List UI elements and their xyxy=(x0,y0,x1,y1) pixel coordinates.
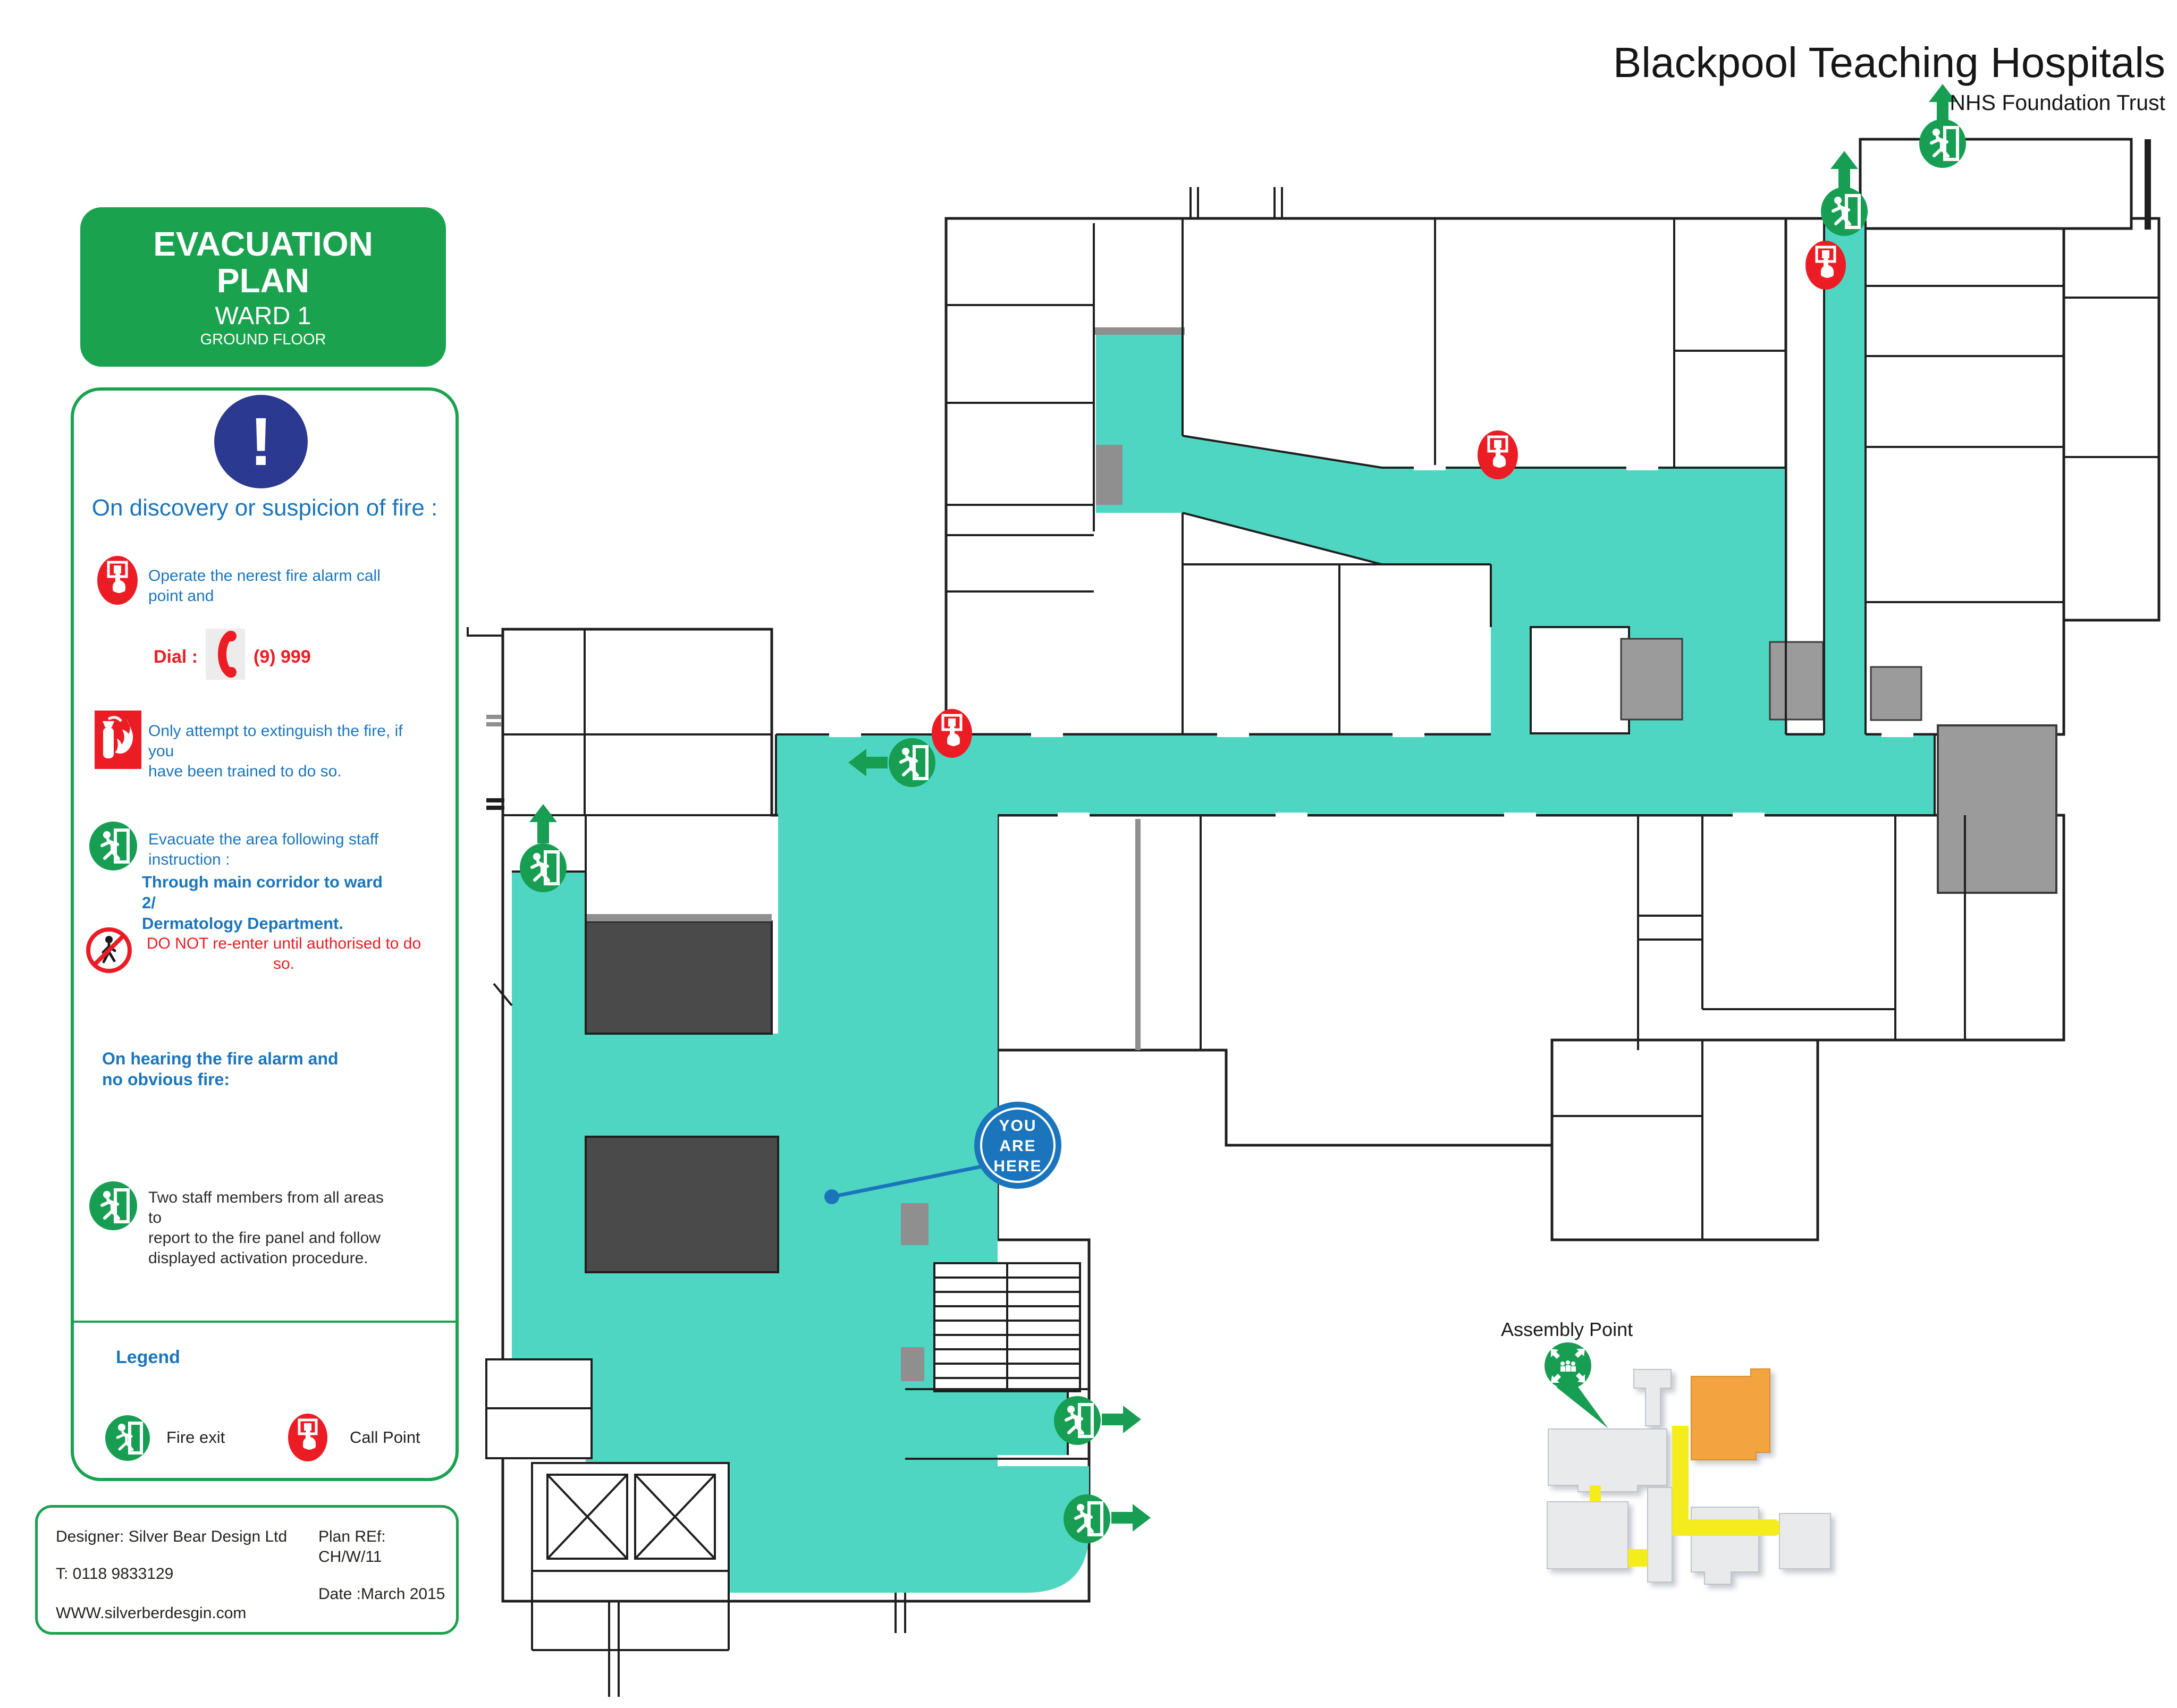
dial-number: (9) 999 xyxy=(254,647,311,667)
gray-door xyxy=(1096,445,1123,505)
gray-room xyxy=(1620,638,1683,721)
hospital-subtitle: NHS Foundation Trust xyxy=(1950,90,2165,115)
you-are-here-text: HERE xyxy=(993,1157,1042,1175)
mandatory-exclamation-icon: ! xyxy=(214,395,308,488)
legend-heading: Legend xyxy=(116,1347,180,1367)
fire-exit-icon xyxy=(520,843,567,892)
evacuate-text: Evacuate the area following staff instru… xyxy=(148,831,379,868)
fire-extinguisher-icon xyxy=(95,711,141,769)
evacuation-route xyxy=(512,221,1935,1593)
fire-exit-icon xyxy=(889,738,935,787)
gray-door xyxy=(901,1347,924,1381)
dark-room xyxy=(585,920,773,1035)
door-tick xyxy=(486,806,504,810)
dark-room xyxy=(585,1136,779,1273)
assembly-point-icon xyxy=(1545,1342,1591,1389)
plan-ref-label: Plan REf: xyxy=(318,1528,386,1545)
arrow-up-icon xyxy=(1830,151,1858,190)
header: Blackpool Teaching Hospitals NHS Foundat… xyxy=(1613,38,2165,115)
minimap-route xyxy=(1590,1426,1779,1567)
hearing-heading: On hearing the fire alarm and no obvious… xyxy=(102,1049,339,1089)
legend-fire-exit-label: Fire exit xyxy=(166,1428,225,1447)
fire-exit-icon xyxy=(1919,119,1966,168)
phone-icon xyxy=(206,629,245,680)
room xyxy=(1530,626,1630,734)
staff-text: Two staff members from all areas to repo… xyxy=(148,1189,384,1267)
route-text: Through main corridor to ward 2/ Dermato… xyxy=(142,873,383,933)
instructions-panel: ! On discovery or suspicion of fire : Op… xyxy=(71,387,459,1481)
minimap-highlight-building xyxy=(1691,1368,1770,1460)
gray-wall xyxy=(1094,327,1185,335)
gray-wall xyxy=(1135,819,1141,1050)
fire-exit-icon xyxy=(1821,187,1868,236)
call-point-icon xyxy=(1805,241,1846,290)
minimap-buildings xyxy=(1547,1368,1831,1585)
phone: T: 0118 9833129 xyxy=(56,1565,174,1583)
door-tick xyxy=(486,722,501,726)
footer-box: Designer: Silver Bear Design Ltd Plan RE… xyxy=(35,1505,459,1635)
call-point-icon xyxy=(932,709,972,758)
call-point-icon xyxy=(97,556,138,605)
elevator-block xyxy=(531,1462,730,1572)
website: WWW.silverberdesgin.com xyxy=(56,1604,247,1622)
extinguish-text: Only attempt to extinguish the fire, if … xyxy=(148,722,403,780)
you-are-here-text: ARE xyxy=(999,1137,1036,1155)
fire-exit-icon xyxy=(1064,1494,1110,1543)
plan-ref-value: CH/W/11 xyxy=(318,1548,382,1566)
legend-divider xyxy=(74,1321,455,1323)
you-are-here-marker: YOU ARE HERE xyxy=(824,1102,1061,1204)
detached-block xyxy=(1859,138,2133,230)
ward-label: WARD 1 xyxy=(215,301,311,330)
call-point-icon xyxy=(1478,430,1518,479)
fire-exit-icon xyxy=(1054,1396,1101,1445)
gray-wall xyxy=(586,914,772,921)
legend-call-point-label: Call Point xyxy=(350,1428,420,1447)
plan-title-line2: PLAN xyxy=(216,261,310,300)
no-entry-icon xyxy=(86,927,132,973)
gray-door xyxy=(901,1203,929,1245)
operate-text: Operate the nerest fire alarm call point… xyxy=(148,567,381,605)
door-tick xyxy=(486,798,504,802)
arrow-right-icon xyxy=(1102,1406,1141,1433)
dial-label: Dial : xyxy=(154,647,198,667)
call-point-icon xyxy=(288,1414,327,1461)
no-reenter-text: DO NOT re-enter until authorised to do s… xyxy=(146,935,421,973)
fire-exit-icon xyxy=(89,1181,137,1230)
hospital-title: Blackpool Teaching Hospitals xyxy=(1613,39,2165,86)
you-are-here-text: YOU xyxy=(999,1117,1036,1135)
door-gaps xyxy=(829,367,1913,818)
gray-room xyxy=(1937,724,2057,894)
floor-label: GROUND FLOOR xyxy=(200,331,326,348)
assembly-point-label: Assembly Point xyxy=(1501,1318,1633,1340)
assembly-pointer-tail xyxy=(1556,1382,1608,1428)
gray-room xyxy=(1769,641,1824,721)
fire-exit-icon xyxy=(105,1415,150,1461)
lower-right-block xyxy=(1550,1038,1819,1241)
fire-exit-icon xyxy=(89,822,137,870)
designer: Designer: Silver Bear Design Ltd xyxy=(56,1528,288,1545)
plan-title-box: EVACUATION PLAN WARD 1 GROUND FLOOR xyxy=(80,207,446,367)
arrow-right-icon xyxy=(1111,1504,1151,1532)
middle-building xyxy=(996,814,2065,1147)
far-right-rooms xyxy=(2062,217,2161,622)
plan-title-line1: EVACUATION xyxy=(153,224,373,263)
date: Date :March 2015 xyxy=(318,1585,445,1603)
door-tick xyxy=(486,715,501,719)
instructions-heading: On discovery or suspicion of fire : xyxy=(91,495,438,521)
gray-room xyxy=(1870,666,1922,721)
shaded-rooms xyxy=(486,327,2057,1381)
assembly-point-minimap: Assembly Point xyxy=(1501,1318,1831,1585)
